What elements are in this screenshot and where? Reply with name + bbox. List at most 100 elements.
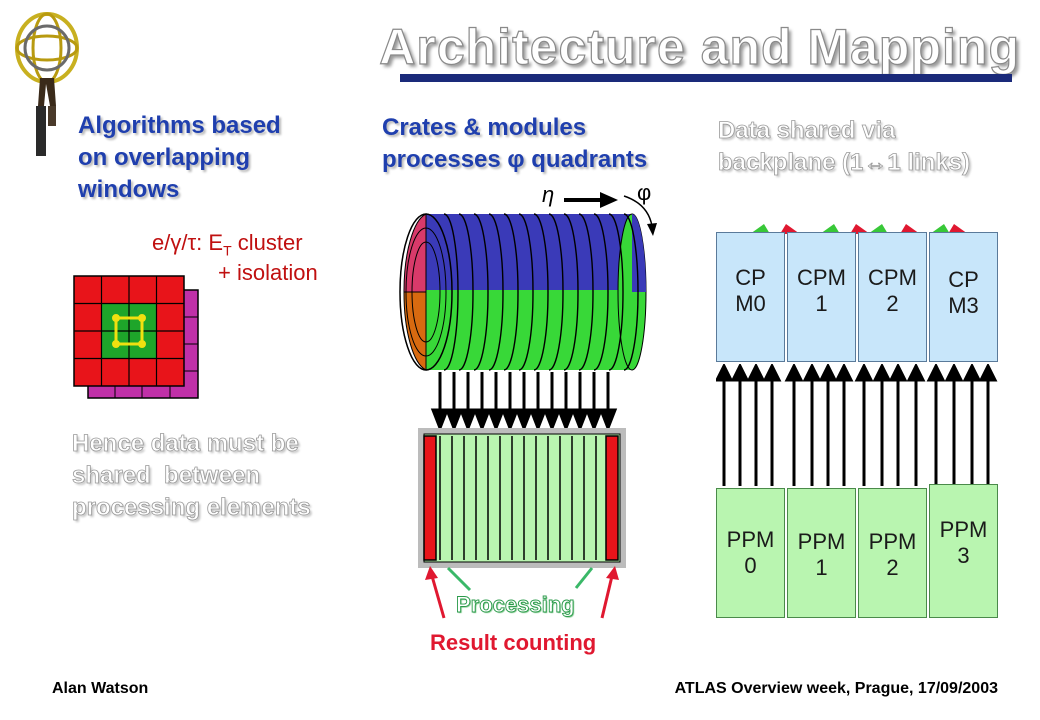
cpm-row: CP M0 CPM 1 CPM 2 CP M3	[716, 232, 1000, 364]
link-arrow-head	[746, 364, 766, 382]
conclusion-line: shared between	[72, 462, 261, 490]
eta-symbol: η	[542, 182, 555, 207]
ppm-label-line1: PPM	[797, 529, 846, 554]
cpm-module-1: CPM 1	[787, 232, 856, 362]
link-arrow-head	[762, 364, 782, 382]
data-arrow-head	[556, 408, 576, 433]
link-arrow-head	[944, 364, 964, 382]
cluster-label-suffix: cluster	[231, 230, 303, 255]
left-heading-line: Algorithms based	[78, 112, 281, 139]
right-heading-line: backplane (1↔1 links)	[718, 149, 971, 177]
cpm-label-line1: CP	[948, 267, 979, 292]
phi-symbol: φ	[637, 180, 652, 205]
drum-ring	[578, 213, 594, 371]
link-arrow-head	[854, 364, 874, 382]
drum-ring	[608, 213, 624, 371]
ppm-module-0: PPM 0	[716, 488, 785, 618]
data-arrow-head	[500, 408, 520, 433]
cpm-label-line2: 2	[886, 291, 899, 316]
data-arrow-head	[584, 408, 604, 433]
link-arrow-head	[888, 364, 908, 382]
conclusion-line: Hence data must be	[72, 430, 300, 458]
cpm-label-line1: CP	[735, 265, 766, 290]
footer-author: Alan Watson	[52, 680, 149, 697]
result-counting-label: Result counting	[430, 630, 597, 655]
ppm-module-1: PPM 1	[787, 488, 856, 618]
ppm-module-2: PPM 2	[858, 488, 927, 618]
atlas-logo	[15, 12, 79, 156]
link-arrow-head	[906, 364, 926, 382]
left-conclusion: Hence data must be shared between proces…	[72, 428, 372, 524]
left-heading-line: on overlapping	[78, 144, 251, 171]
ppm-label-line2: 1	[815, 555, 828, 580]
right-heading-line: Data shared via	[718, 117, 896, 145]
link-arrow-head	[926, 364, 946, 382]
data-arrow-head	[458, 408, 478, 433]
cluster-label-subscript: T	[223, 242, 232, 259]
data-arrow-head	[444, 408, 464, 433]
isolation-label: + isolation	[218, 260, 318, 285]
drum-ring	[503, 213, 519, 371]
cpm-label-line1: CPM	[868, 265, 917, 290]
data-arrow-head	[430, 408, 450, 433]
ppm-label-line1: PPM	[726, 527, 775, 552]
link-arrow-head	[872, 364, 892, 382]
drum-ring	[518, 213, 534, 371]
cpm-module-2: CPM 2	[858, 232, 927, 362]
link-arrow-head	[784, 364, 804, 382]
crates-drum-diagram	[399, 192, 657, 619]
ppm-label-line2: 3	[957, 543, 970, 568]
drum-ring	[563, 213, 579, 371]
ppm-module-3: PPM 3	[929, 484, 998, 618]
ppm-to-cpm-links	[716, 364, 998, 486]
link-arrow-head	[716, 364, 734, 382]
middle-heading: Crates & modules processes φ quadrants	[382, 112, 702, 176]
link-arrow-head	[802, 364, 822, 382]
drum-ring	[623, 213, 639, 371]
drum-ring	[473, 213, 489, 371]
overlapping-window-grid	[73, 275, 199, 399]
left-heading-line: windows	[78, 176, 180, 203]
backplane-links	[750, 224, 968, 234]
drum-ring	[458, 213, 474, 371]
middle-heading-line: processes φ quadrants	[382, 146, 648, 173]
cpm-label-line1: CPM	[797, 265, 846, 290]
title-underline	[400, 74, 1012, 82]
data-arrow-head	[472, 408, 492, 433]
cpm-module-3: CP M3	[929, 232, 998, 362]
cpm-label-line2: M3	[948, 293, 979, 318]
ppm-label-line1: PPM	[868, 529, 917, 554]
processing-label: Processing	[456, 592, 576, 618]
link-arrow-head	[834, 364, 854, 382]
cpm-label-line2: 1	[815, 291, 828, 316]
middle-heading-line: Crates & modules	[382, 114, 587, 141]
link-arrow-head	[818, 364, 838, 382]
ppm-label-line2: 2	[886, 555, 899, 580]
drum-ring	[443, 213, 459, 371]
cpm-module-0: CP M0	[716, 232, 785, 362]
drum-ring	[548, 213, 564, 371]
cpm-label-line2: M0	[735, 291, 766, 316]
link-arrow-head	[730, 364, 750, 382]
data-arrow-head	[486, 408, 506, 433]
ppm-label-line2: 0	[744, 553, 757, 578]
right-heading: Data shared via backplane (1↔1 links)	[718, 115, 1028, 179]
ppm-row: PPM 0 PPM 1 PPM 2 PPM 3	[716, 484, 1000, 620]
link-arrow-head	[978, 364, 998, 382]
data-arrow-head	[514, 408, 534, 433]
drum-ring	[593, 213, 609, 371]
drum-ring	[533, 213, 549, 371]
data-arrow-head	[598, 408, 618, 433]
link-arrow-head	[962, 364, 982, 382]
drum-ring	[488, 213, 504, 371]
ppm-label-line1: PPM	[939, 517, 988, 542]
data-arrow-head	[542, 408, 562, 433]
left-heading: Algorithms based on overlapping windows	[78, 110, 358, 206]
cluster-label: e/γ/τ: ET cluster	[152, 230, 303, 258]
data-arrow-head	[528, 408, 548, 433]
footer-event: ATLAS Overview week, Prague, 17/09/2003	[674, 680, 998, 697]
cluster-label-prefix: e/γ/τ: E	[152, 230, 224, 255]
slide-title: Architecture and Mapping	[379, 18, 1020, 75]
data-arrow-head	[570, 408, 590, 433]
conclusion-line: processing elements	[72, 494, 312, 522]
